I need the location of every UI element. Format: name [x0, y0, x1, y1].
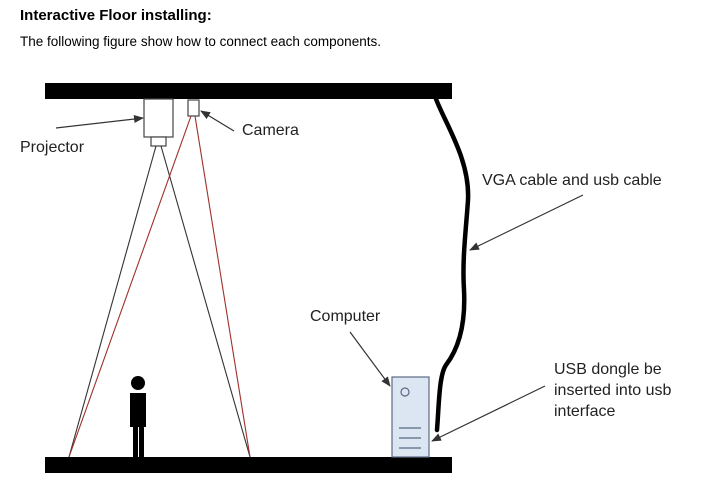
projector-icon — [143, 98, 174, 147]
projector-rays — [68, 145, 251, 458]
projector-arrow — [55, 115, 144, 129]
camera-arrow — [200, 110, 235, 132]
intro-text: The following figure show how to connect… — [20, 34, 381, 49]
ceiling-bar — [45, 83, 452, 99]
dongle-label-line2: inserted into usb — [554, 382, 672, 399]
floor-bar — [45, 457, 452, 473]
cable-arrow — [469, 194, 584, 251]
page-title: Interactive Floor installing: — [20, 7, 212, 24]
camera-rays — [68, 115, 251, 458]
computer-arrow — [349, 331, 391, 387]
computer-label: Computer — [310, 308, 381, 325]
dongle-label-line3: interface — [554, 403, 615, 420]
dongle-label-line1: USB dongle be — [554, 361, 662, 378]
cable-label: VGA cable and usb cable — [482, 172, 662, 189]
dongle-arrow — [431, 385, 546, 442]
person-icon — [130, 376, 146, 457]
camera-icon — [187, 99, 200, 117]
camera-label: Camera — [242, 122, 299, 139]
projector-label: Projector — [20, 139, 85, 156]
computer-icon — [391, 376, 430, 458]
cable-icon — [433, 96, 471, 433]
